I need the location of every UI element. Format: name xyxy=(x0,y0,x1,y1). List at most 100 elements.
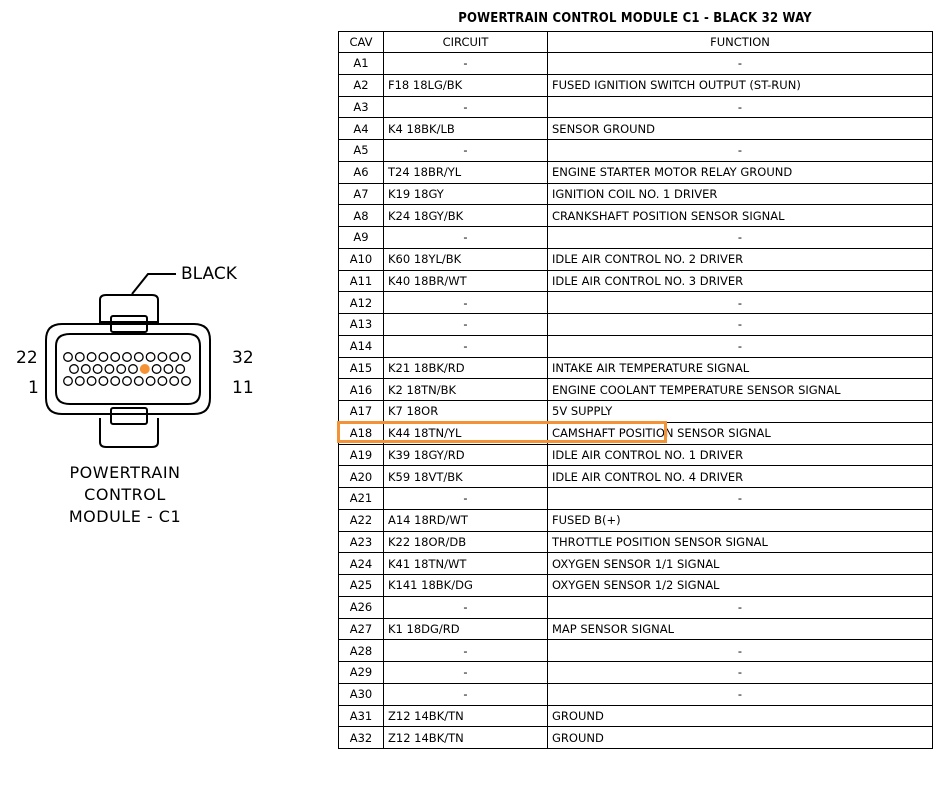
cell-cav: A26 xyxy=(338,595,384,619)
connector-pin xyxy=(181,376,191,386)
cell-function: MAP SENSOR SIGNAL xyxy=(547,617,933,641)
connector-caption: POWERTRAIN CONTROL MODULE - C1 xyxy=(40,462,210,528)
cell-cav: A28 xyxy=(338,639,384,662)
table-row: A21-- xyxy=(338,487,933,510)
cell-cav: A3 xyxy=(338,95,384,119)
cell-cav: A20 xyxy=(338,465,384,488)
cell-cav: A19 xyxy=(338,443,384,467)
cell-circuit: - xyxy=(383,661,548,684)
connector-pin xyxy=(80,364,91,374)
connector-pin xyxy=(92,364,103,374)
cell-function: CAMSHAFT POSITION SENSOR SIGNAL xyxy=(547,421,933,445)
connector-pin xyxy=(110,352,121,362)
cell-function: IDLE AIR CONTROL NO. 3 DRIVER xyxy=(547,269,933,293)
black-leader-line xyxy=(131,273,176,295)
connector-pin xyxy=(175,364,186,374)
table-row: A30-- xyxy=(338,682,933,706)
cell-circuit: K41 18TN/WT xyxy=(383,552,548,575)
cell-circuit: - xyxy=(383,95,548,119)
table-row: A29-- xyxy=(338,661,933,684)
cell-cav: A24 xyxy=(338,552,384,575)
table-header-row: CAV CIRCUIT FUNCTION xyxy=(338,31,933,53)
cell-function: OXYGEN SENSOR 1/2 SIGNAL xyxy=(547,574,933,597)
connector-pins xyxy=(63,352,191,386)
cell-function: - xyxy=(547,682,933,706)
cell-function: - xyxy=(547,639,933,662)
cell-circuit: Z12 14BK/TN xyxy=(383,726,548,749)
cell-circuit: - xyxy=(383,487,548,510)
header-function: FUNCTION xyxy=(547,31,933,53)
pin-label-22: 22 xyxy=(16,348,38,368)
cell-cav: A16 xyxy=(338,378,384,401)
cell-function: GROUND xyxy=(547,726,933,749)
cell-circuit: - xyxy=(383,334,548,358)
cell-cav: A32 xyxy=(338,726,384,749)
cell-cav: A11 xyxy=(338,269,384,293)
connector-pin xyxy=(86,352,97,362)
cell-circuit: - xyxy=(383,52,548,75)
cell-circuit: K1 18DG/RD xyxy=(383,617,548,641)
cell-function: ENGINE STARTER MOTOR RELAY GROUND xyxy=(547,160,933,184)
cell-circuit: - xyxy=(383,226,548,249)
cell-circuit: K4 18BK/LB xyxy=(383,117,548,140)
table-row: A26-- xyxy=(338,595,933,619)
connector-pin xyxy=(98,352,109,362)
cell-function: IDLE AIR CONTROL NO. 1 DRIVER xyxy=(547,443,933,467)
connector-pin xyxy=(151,364,162,374)
cell-cav: A12 xyxy=(338,291,384,314)
cell-function: GROUND xyxy=(547,704,933,728)
connector-pin xyxy=(133,376,144,386)
connector-figure: BLACK 22 32 1 11 POWERTRAIN CONTROL MODU… xyxy=(0,250,330,550)
cell-function: - xyxy=(547,595,933,619)
connector-pin xyxy=(104,364,115,374)
cell-cav: A6 xyxy=(338,160,384,184)
connector-pin xyxy=(74,352,85,362)
cell-function: CRANKSHAFT POSITION SENSOR SIGNAL xyxy=(547,204,933,227)
table-row: A9-- xyxy=(338,226,933,249)
cell-circuit: K40 18BR/WT xyxy=(383,269,548,293)
connector-color-label: BLACK xyxy=(181,264,237,284)
cell-circuit: K19 18GY xyxy=(383,182,548,206)
table-row: A14-- xyxy=(338,334,933,358)
cell-cav: A10 xyxy=(338,247,384,271)
header-circuit: CIRCUIT xyxy=(383,31,548,53)
cell-circuit: K141 18BK/DG xyxy=(383,574,548,597)
pin-label-1: 1 xyxy=(28,378,39,398)
connector-pin xyxy=(169,376,180,386)
table-title: POWERTRAIN CONTROL MODULE C1 - BLACK 32 … xyxy=(458,11,812,26)
cell-cav: A4 xyxy=(338,117,384,140)
connector-pin xyxy=(128,364,138,374)
cell-circuit: - xyxy=(383,313,548,336)
cell-circuit: T24 18BR/YL xyxy=(383,160,548,184)
cell-function: - xyxy=(547,487,933,510)
connector-pin xyxy=(157,376,168,386)
cell-function: - xyxy=(547,334,933,358)
connector-pin xyxy=(139,364,150,374)
cell-cav: A27 xyxy=(338,617,384,641)
cell-circuit: A14 18RD/WT xyxy=(383,508,548,532)
table-row: A28-- xyxy=(338,639,933,662)
cell-function: IDLE AIR CONTROL NO. 4 DRIVER xyxy=(547,465,933,488)
table-row: A12-- xyxy=(338,291,933,314)
connector-diagram xyxy=(45,273,211,448)
connector-pin xyxy=(133,352,144,362)
cell-circuit: - xyxy=(383,595,548,619)
connector-pin xyxy=(116,364,127,374)
header-cav: CAV xyxy=(338,31,384,53)
cell-circuit: K44 18TN/YL xyxy=(383,421,548,445)
connector-pin xyxy=(169,352,180,362)
cell-circuit: K21 18BK/RD xyxy=(383,356,548,380)
